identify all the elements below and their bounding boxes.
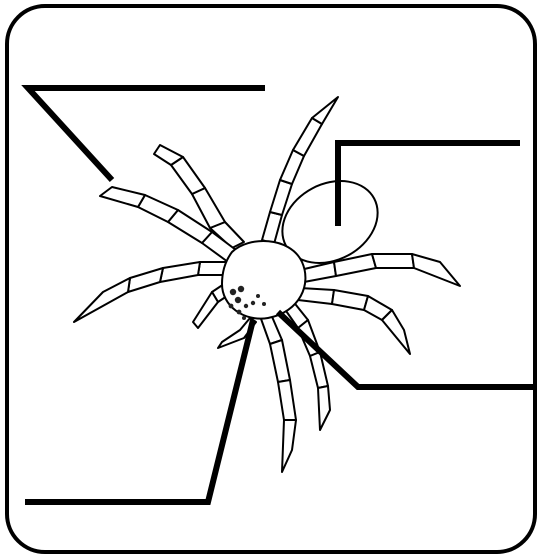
- spider-cephalothorax: [222, 241, 305, 319]
